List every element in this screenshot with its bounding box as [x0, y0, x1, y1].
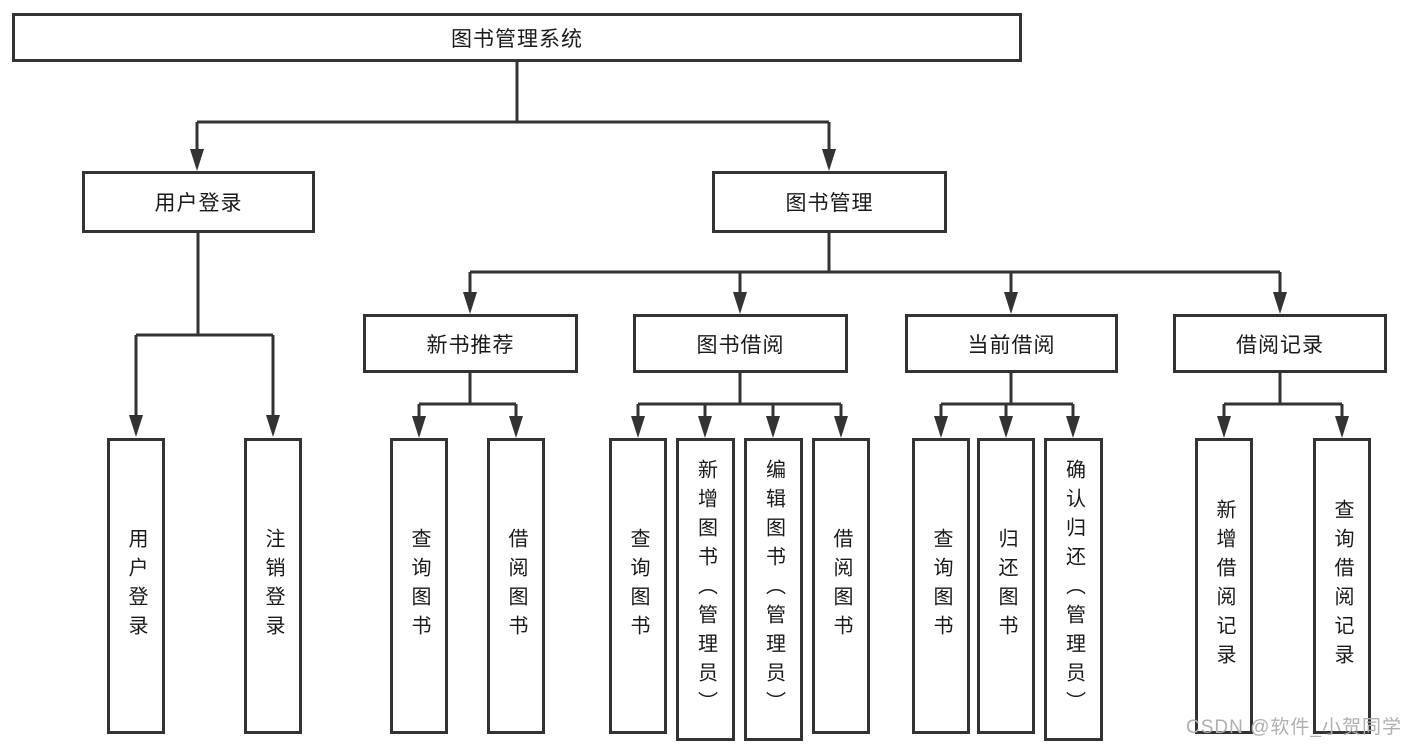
- leaf-logout-label: 注销登录: [262, 528, 284, 644]
- leaf-borrow-query-books: 查询图书: [609, 438, 667, 734]
- leaf-user-login: 用户登录: [107, 438, 165, 734]
- arrowhead-icon: [1217, 416, 1231, 438]
- connector-current-borrow-children: [939, 373, 1075, 420]
- arrowhead-icon: [190, 149, 204, 171]
- leaf-current-return-books: 归还图书: [977, 438, 1035, 734]
- leaf-newbook-query-books-label: 查询图书: [408, 528, 430, 644]
- arrowhead-icon: [1335, 416, 1349, 438]
- connector-borrow-records-children: [1222, 373, 1344, 420]
- connector-book-management-children: [468, 233, 1282, 295]
- leaf-borrow-borrow-books: 借阅图书: [812, 438, 870, 734]
- arrowhead-icon: [463, 292, 477, 314]
- arrowhead-icon: [733, 292, 747, 314]
- node-book-borrow-label: 图书借阅: [696, 333, 785, 357]
- leaf-borrow-edit-books-admin-label: 编辑图书（管理员）: [762, 459, 785, 720]
- arrowhead-icon: [509, 416, 523, 438]
- leaf-records-query-record-label: 查询借阅记录: [1331, 499, 1353, 673]
- arrowhead-icon: [999, 416, 1013, 438]
- node-user-login-label: 用户登录: [154, 192, 243, 215]
- arrowhead-icon: [834, 416, 848, 438]
- leaf-borrow-query-books-label: 查询图书: [627, 528, 649, 644]
- node-new-book-recommend: 新书推荐: [363, 314, 578, 373]
- arrowhead-icon: [129, 415, 143, 437]
- leaf-records-add-record: 新增借阅记录: [1195, 438, 1253, 734]
- connector-new-book-children: [417, 373, 518, 420]
- leaf-borrow-add-books-admin-label: 新增图书（管理员）: [694, 459, 717, 720]
- node-borrow-records: 借阅记录: [1173, 314, 1387, 373]
- leaf-borrow-add-books-admin: 新增图书（管理员）: [676, 438, 735, 741]
- leaf-current-return-books-label: 归还图书: [995, 528, 1017, 644]
- watermark: CSDN @软件_小贺同学: [1186, 717, 1402, 738]
- node-book-management: 图书管理: [712, 171, 947, 233]
- leaf-user-login-label: 用户登录: [125, 528, 147, 644]
- arrowhead-icon: [266, 415, 280, 437]
- arrowhead-icon: [934, 416, 948, 438]
- node-book-borrow: 图书借阅: [633, 314, 848, 373]
- node-borrow-records-label: 借阅记录: [1236, 333, 1324, 357]
- node-current-borrow-label: 当前借阅: [967, 333, 1056, 357]
- connector-user-login-children: [134, 233, 275, 418]
- connector-book-borrow-children: [636, 373, 843, 420]
- leaf-records-query-record: 查询借阅记录: [1313, 438, 1371, 734]
- leaf-newbook-borrow-books-label: 借阅图书: [505, 528, 527, 644]
- node-current-borrow: 当前借阅: [905, 314, 1118, 373]
- leaf-current-confirm-return-admin-label: 确认归还（管理员）: [1062, 459, 1085, 720]
- node-user-login: 用户登录: [82, 171, 315, 233]
- leaf-records-add-record-label: 新增借阅记录: [1213, 499, 1235, 673]
- leaf-borrow-borrow-books-label: 借阅图书: [830, 528, 852, 644]
- arrowhead-icon: [698, 416, 712, 438]
- arrowhead-icon: [766, 416, 780, 438]
- arrowhead-icon: [1004, 292, 1018, 314]
- arrowhead-icon: [1273, 292, 1287, 314]
- node-root: 图书管理系统: [12, 13, 1022, 62]
- leaf-current-confirm-return-admin: 确认归还（管理员）: [1044, 438, 1103, 741]
- leaf-newbook-query-books: 查询图书: [390, 438, 448, 734]
- leaf-newbook-borrow-books: 借阅图书: [487, 438, 545, 734]
- node-book-management-label: 图书管理: [785, 192, 874, 215]
- arrowhead-icon: [822, 149, 836, 171]
- leaf-logout: 注销登录: [244, 438, 302, 734]
- connector-root-to-level2: [195, 62, 831, 152]
- node-new-book-recommend-label: 新书推荐: [426, 333, 515, 357]
- leaf-borrow-edit-books-admin: 编辑图书（管理员）: [744, 438, 803, 741]
- leaf-current-query-books: 查询图书: [912, 438, 970, 734]
- node-root-label: 图书管理系统: [451, 27, 583, 51]
- leaf-current-query-books-label: 查询图书: [930, 528, 952, 644]
- arrowhead-icon: [1066, 416, 1080, 438]
- arrowhead-icon: [412, 416, 426, 438]
- arrowhead-icon: [631, 416, 645, 438]
